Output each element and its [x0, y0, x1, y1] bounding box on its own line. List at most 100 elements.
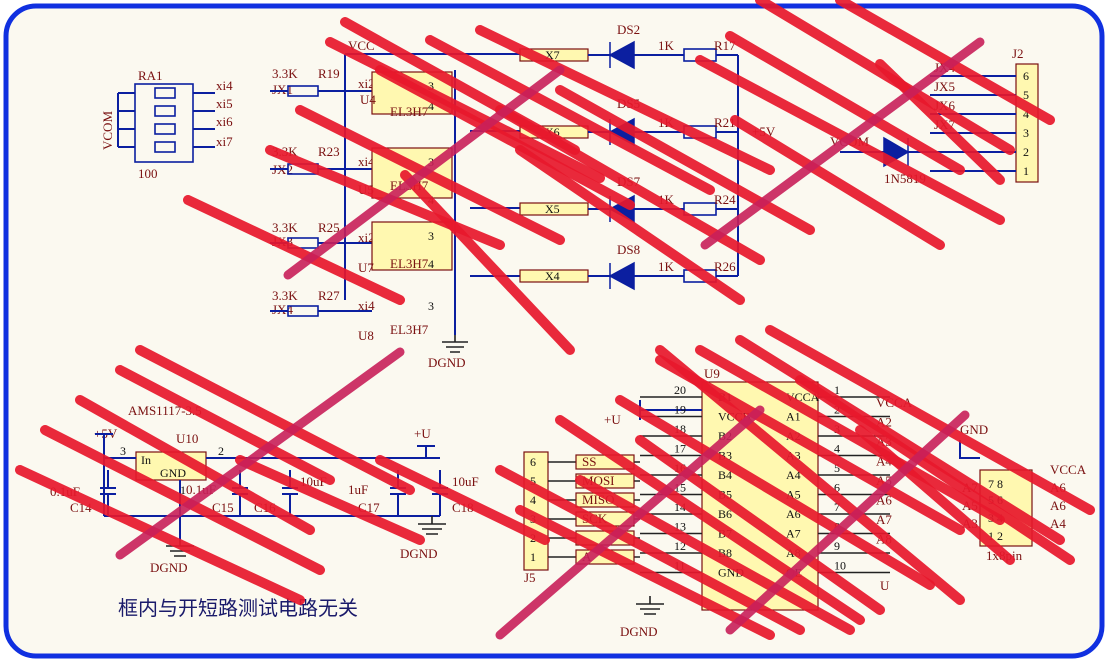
strike-line: [475, 25, 775, 175]
strike-line: [765, 325, 1095, 515]
strike-line: [115, 365, 335, 485]
u9-ref: U9: [704, 366, 720, 381]
conn8-gnd-wire: [959, 440, 980, 459]
dgnd-net: DGND: [400, 546, 438, 561]
dgnd-net: DGND: [428, 355, 466, 370]
xi-net: xi2: [358, 76, 375, 91]
strike-line: [295, 105, 565, 245]
opto-type: EL3H7: [390, 104, 429, 119]
strike-line: [515, 145, 745, 305]
u-net: U: [880, 578, 890, 593]
ra1-element: [154, 123, 176, 135]
strike-line: [425, 35, 715, 195]
strike-line: [115, 347, 405, 560]
ra1-common-wire: [117, 92, 135, 148]
strike-line: [235, 455, 425, 545]
strike-line: [835, 0, 1055, 125]
res-value: 3.3K: [272, 66, 298, 81]
cap-ref: C15: [212, 500, 234, 515]
xi-net: xi2: [358, 230, 375, 245]
ground-symbol: [636, 596, 664, 615]
j2-body: [1015, 63, 1039, 183]
led-channel-4: X4 DS8 1K R26: [519, 242, 738, 291]
j5-pin-number: 1: [530, 550, 536, 564]
led-ref: DS8: [617, 242, 640, 257]
led-net: X5: [545, 202, 560, 216]
u9-right-pin-number: 7: [834, 500, 840, 514]
u9-right-pin-name: A7: [786, 527, 801, 541]
led-ref: DS2: [617, 22, 640, 37]
opto-channel-4: 3.3K R27 JX4 xi4 3 U8 EL3H7: [270, 288, 434, 343]
strike-line: [135, 345, 415, 495]
res-ref: R26: [714, 259, 736, 274]
res-value: 1K: [658, 259, 675, 274]
j5-signal: SS: [582, 454, 596, 469]
j2-net: JX5: [934, 79, 955, 94]
cap-value: 10uF: [452, 474, 479, 489]
ground-symbol: [418, 516, 446, 535]
note-text: 框内与开短路测试电路无关: [118, 596, 358, 620]
ground-symbol: [442, 335, 468, 353]
strike-line: [700, 37, 985, 250]
strike-line: [735, 335, 1065, 545]
pin-number: 3: [1023, 126, 1029, 140]
strike-line: [855, 425, 1015, 565]
led-net: X4: [545, 269, 560, 283]
u9-right-pin-number: 1: [834, 383, 840, 397]
res-value: 3.3K: [272, 288, 298, 303]
pin-number: 3: [428, 79, 434, 93]
cap-value: 1uF: [348, 482, 368, 497]
strike-line: [375, 65, 635, 210]
strike-line: [730, 115, 945, 250]
strike-line: [515, 505, 775, 640]
pin-number: 2: [1023, 145, 1029, 159]
opto-block: VCC 3.3K R19 JX1 xi2 3 4 U4 EL3H7 3.3K R…: [270, 38, 470, 370]
strike-line: [325, 37, 605, 183]
ra1-net: xi4: [216, 78, 233, 93]
ra1-element: [154, 105, 176, 117]
led-resistor: [683, 202, 717, 216]
ra1-output-wires: [193, 92, 215, 148]
res-ref: R24: [714, 192, 736, 207]
u9-right-pin-number: 6: [834, 481, 840, 495]
conn8-net: A4: [1050, 516, 1066, 531]
pin-number: 4: [428, 99, 434, 113]
pin-number: 4: [428, 257, 434, 271]
conn8-gnd: GND: [960, 422, 988, 437]
j5-pin-number: 6: [530, 455, 536, 469]
reg-pin: 2: [218, 444, 224, 458]
reg-pin-gnd: GND: [160, 466, 186, 480]
u9-right-pin-number: 4: [834, 442, 840, 456]
strike-line: [725, 31, 965, 175]
res-ref: R25: [318, 220, 340, 235]
u9-left-pin-number: 17: [674, 442, 686, 456]
ra1-ref: RA1: [138, 68, 163, 83]
opto-ref: U8: [358, 328, 374, 343]
ra1-net: xi7: [216, 134, 233, 149]
strike-line: [695, 345, 1005, 525]
j5-pin-number: 5: [530, 474, 536, 488]
conn8-title: VCCA: [1050, 462, 1087, 477]
strike-line: [75, 395, 315, 535]
dgnd-net: DGND: [620, 624, 658, 639]
u9-left-pin-number: 19: [674, 403, 686, 417]
j2-ref: J2: [1012, 46, 1024, 61]
opto-ref: U7: [358, 260, 374, 275]
ra1-element: [154, 87, 176, 99]
ra1-resistor-array: RA1 100 VCOM xi4 xi5 xi6 xi7: [100, 68, 233, 181]
reg-pin: 3: [120, 444, 126, 458]
regulator-ref: U10: [176, 431, 198, 446]
strike-line: [495, 465, 805, 635]
res-ref: R19: [318, 66, 340, 81]
power-port: [417, 445, 435, 458]
u9-right-net: A7: [876, 512, 892, 527]
u9-right-pin-name: A1: [786, 410, 801, 424]
net-u: +U: [414, 426, 431, 441]
opto-type: EL3H7: [390, 256, 429, 271]
u9-right-pin-name: A4: [786, 468, 801, 482]
xi-net: xi4: [358, 298, 375, 313]
pin-number: 4: [1023, 107, 1029, 121]
input-net: JX1: [272, 82, 293, 97]
strike-line: [635, 435, 885, 615]
pin-number: 3: [428, 299, 434, 313]
